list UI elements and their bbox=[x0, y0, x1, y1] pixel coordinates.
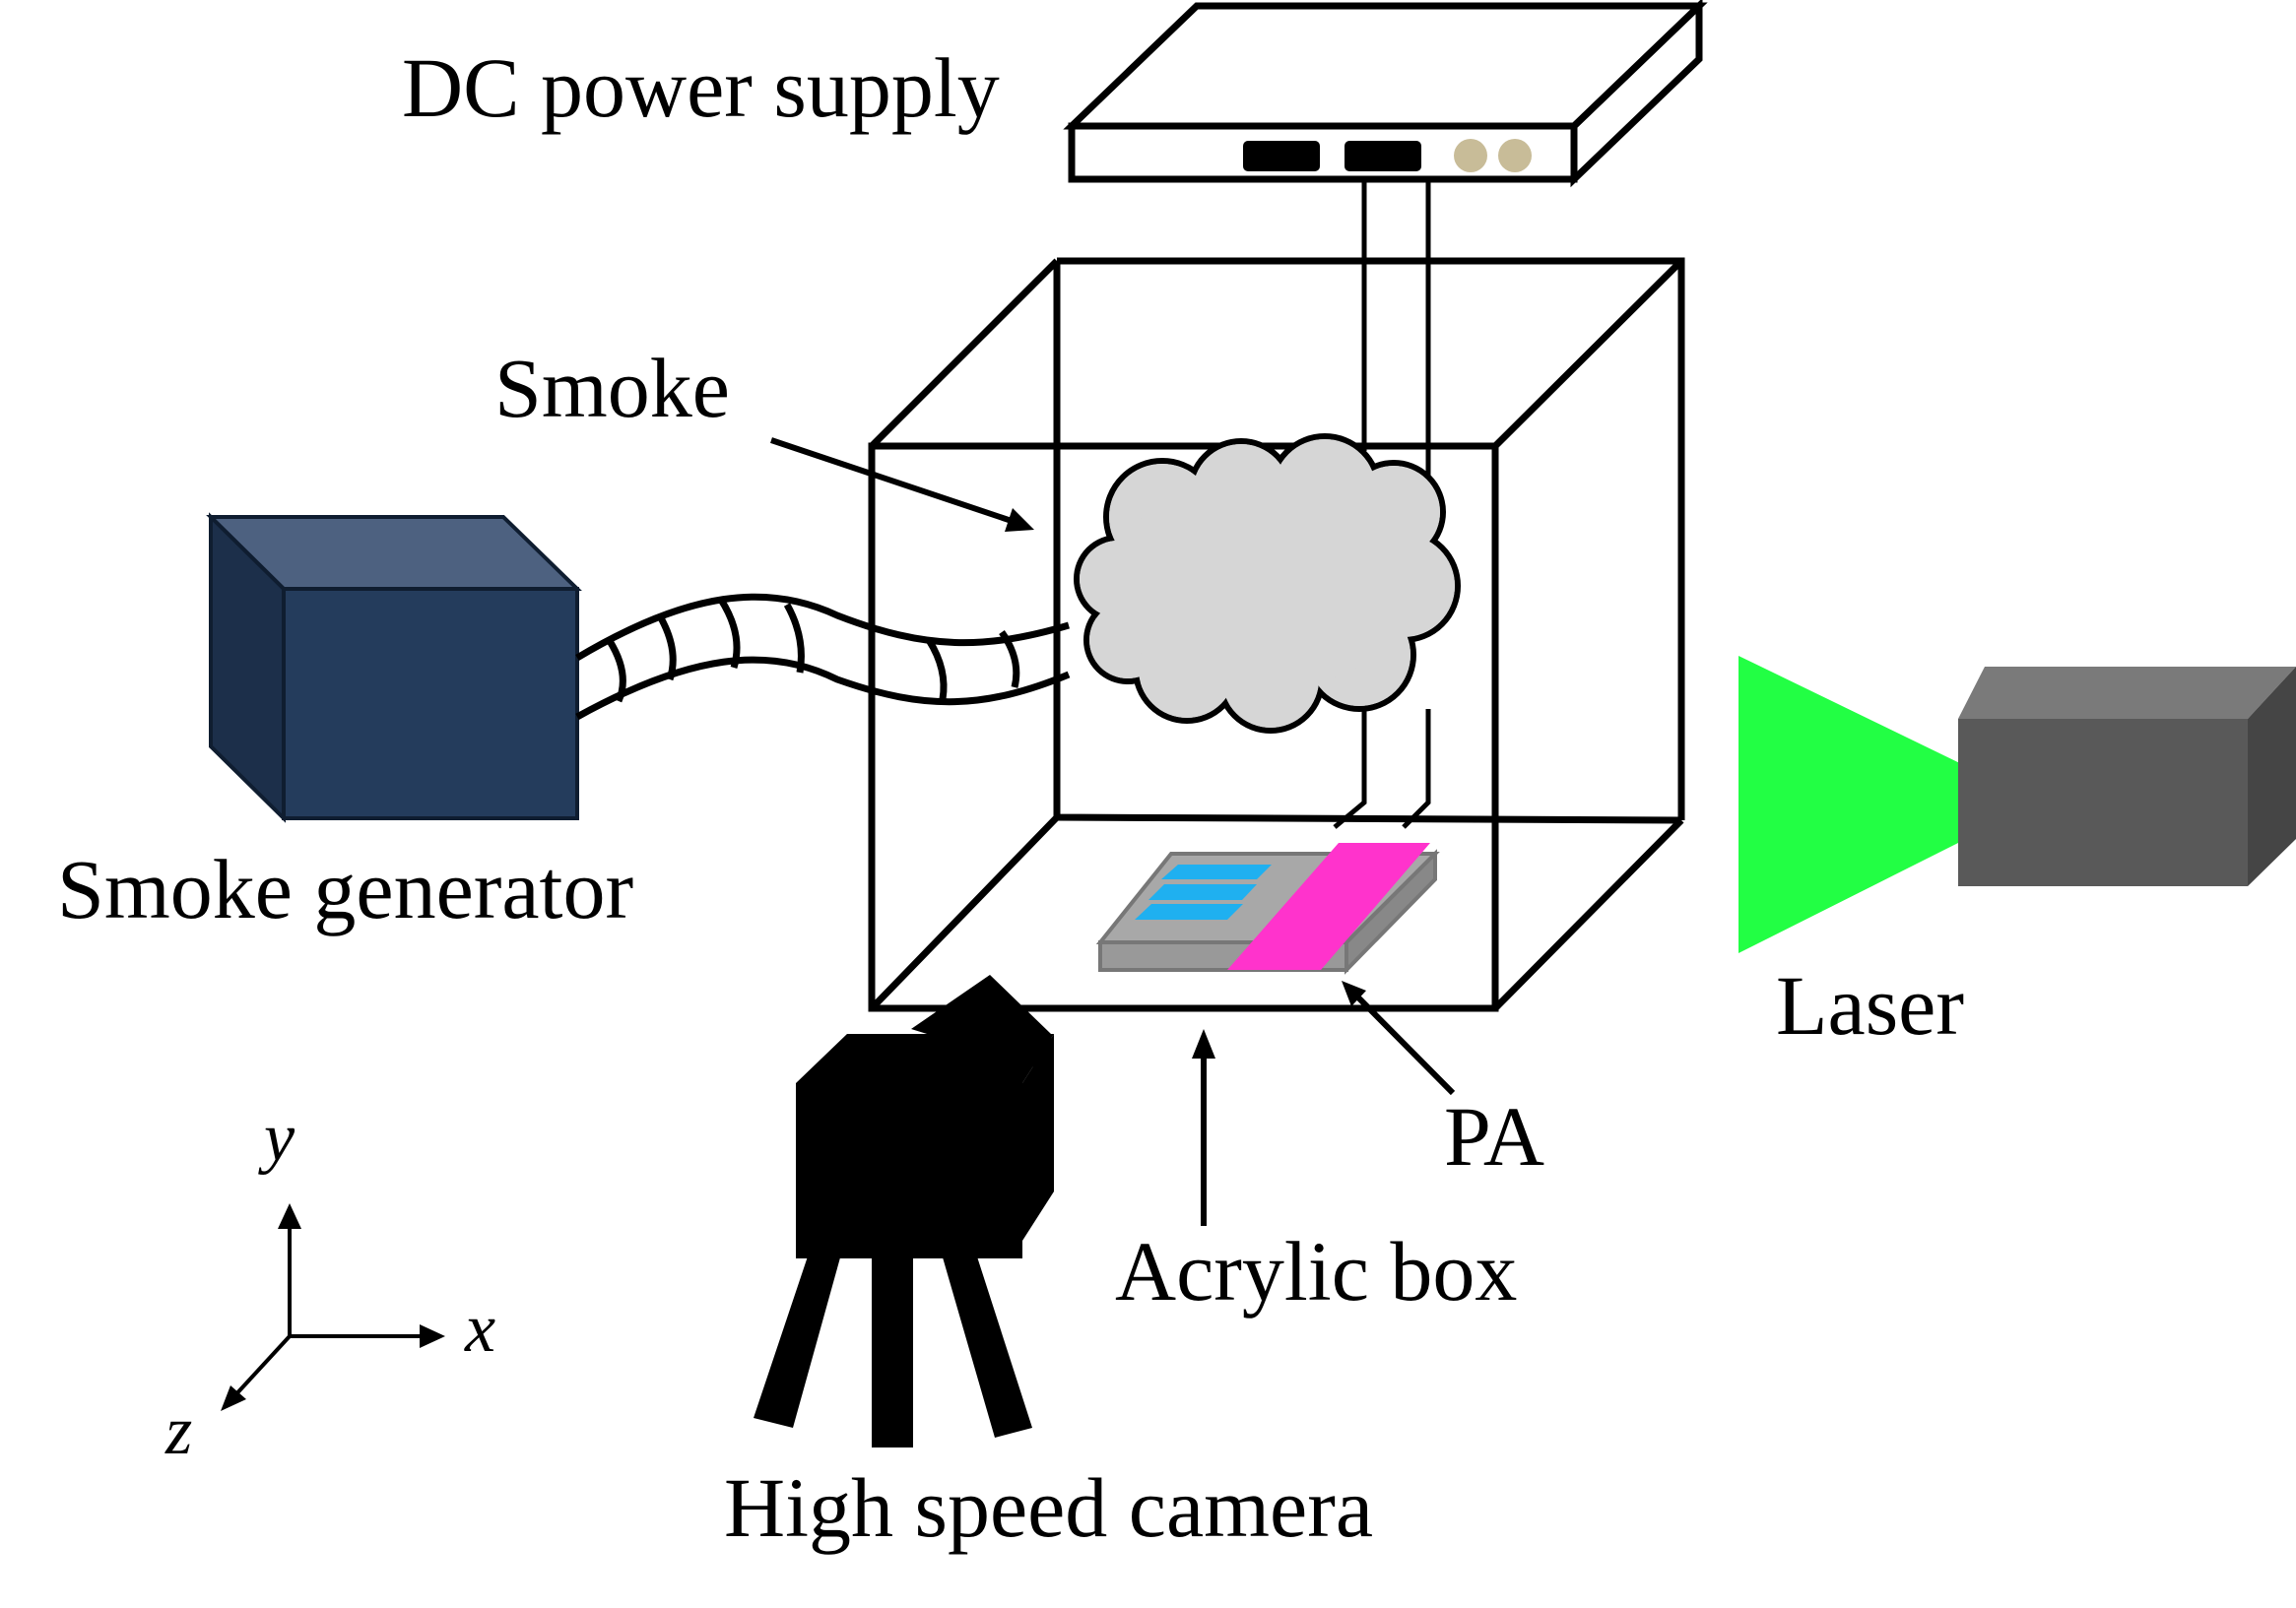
pa-electrode-stripe-3 bbox=[1135, 904, 1243, 920]
label-smoke: Smoke bbox=[494, 341, 730, 435]
high-speed-camera bbox=[754, 975, 1054, 1447]
axis-label-y: y bbox=[258, 1100, 295, 1176]
smoke-generator bbox=[206, 512, 582, 823]
annotation-arrows bbox=[770, 437, 1456, 1226]
coordinate-axes bbox=[221, 1203, 445, 1411]
dc-power-supply bbox=[1063, 0, 1708, 188]
z-axis-arrowhead bbox=[221, 1385, 246, 1411]
smoke-cloud bbox=[1074, 433, 1461, 734]
power-knob-2 bbox=[1498, 139, 1532, 172]
label-acrylic-box: Acrylic box bbox=[1115, 1224, 1517, 1319]
label-pa: PA bbox=[1444, 1089, 1544, 1184]
acrylic-box bbox=[868, 257, 1685, 1012]
laser bbox=[1738, 656, 2296, 953]
power-knob-1 bbox=[1454, 139, 1487, 172]
pa-exposed-electrode bbox=[1227, 843, 1430, 970]
plasma-actuator bbox=[1095, 843, 1440, 975]
laser-beam bbox=[1738, 656, 1970, 953]
label-smoke-generator: Smoke generator bbox=[57, 842, 633, 936]
label-high-speed-camera: High speed camera bbox=[724, 1460, 1373, 1555]
pa-electrode-stripe-2 bbox=[1148, 884, 1257, 900]
power-display-2 bbox=[1345, 141, 1421, 171]
axis-label-z: z bbox=[164, 1393, 192, 1469]
pa-electrode-stripe-1 bbox=[1161, 865, 1272, 879]
smoke-hose bbox=[575, 593, 1071, 721]
label-laser: Laser bbox=[1776, 958, 1964, 1053]
label-dc-power-supply: DC power supply bbox=[402, 40, 1000, 135]
power-display-1 bbox=[1243, 141, 1320, 171]
y-axis-arrowhead bbox=[278, 1203, 301, 1229]
x-axis-arrowhead bbox=[420, 1324, 445, 1348]
axis-label-x: x bbox=[464, 1291, 495, 1367]
